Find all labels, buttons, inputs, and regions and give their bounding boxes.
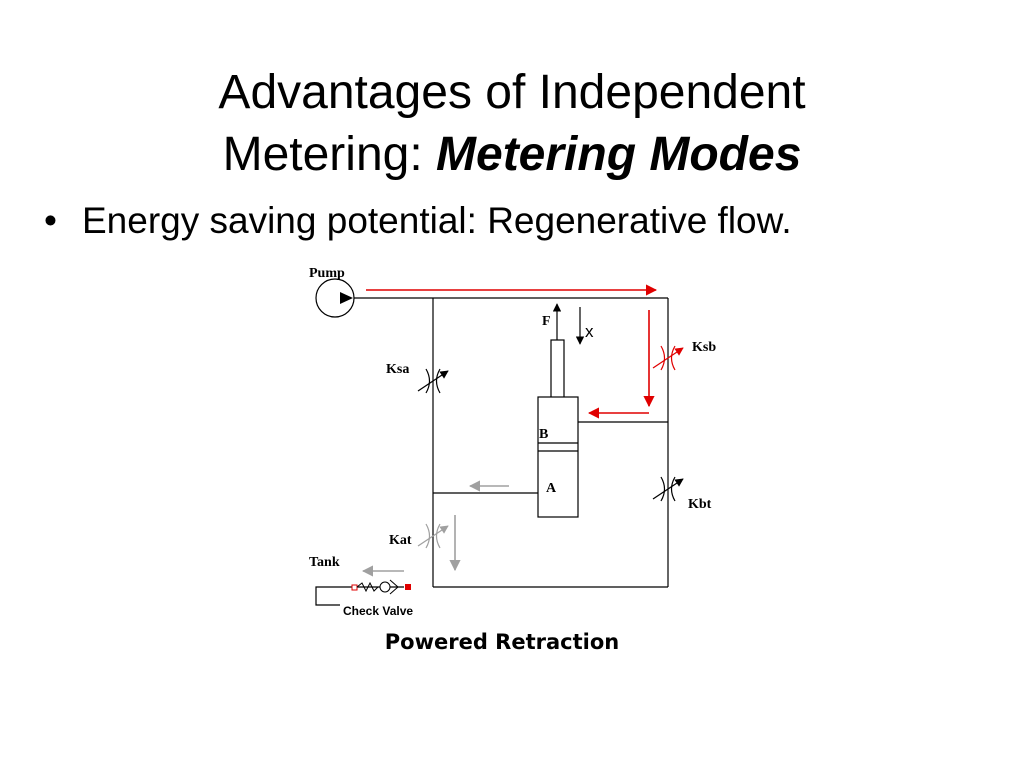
bullet-symbol: • — [44, 200, 57, 241]
force-label: F — [542, 314, 551, 329]
valve-ksa-symbol — [417, 368, 449, 394]
title-line-1: Advantages of Independent — [218, 66, 806, 119]
title-emphasis: Metering Modes — [436, 128, 802, 181]
valve-ksa-label: Ksa — [386, 362, 409, 377]
bullet-text: Energy saving potential: Regenerative fl… — [82, 200, 792, 241]
tank-return-line — [315, 586, 404, 606]
slide-title: Advantages of Independent Metering: Mete… — [0, 62, 1024, 186]
valve-kat-symbol — [417, 523, 449, 549]
displacement-label: x — [585, 322, 594, 341]
pump-symbol — [315, 278, 355, 318]
check-valve-label: Check Valve — [343, 604, 413, 618]
tank-label: Tank — [309, 555, 340, 570]
valve-kbt-label: Kbt — [688, 497, 712, 512]
chamber-a-label: A — [546, 481, 557, 496]
flow-arrows — [361, 284, 658, 577]
valve-kat-label: Kat — [389, 533, 412, 548]
valve-kbt-symbol — [652, 476, 684, 502]
pump-label: Pump — [309, 266, 345, 281]
valve-ksb-symbol — [652, 345, 684, 371]
title-plain: Metering: — [222, 128, 437, 181]
valve-ksb-label: Ksb — [692, 340, 716, 355]
diagram-caption: Powered Retraction — [384, 630, 620, 654]
cylinder-barrel — [537, 396, 579, 518]
circuit-lines — [315, 297, 669, 606]
chamber-b-label: B — [539, 427, 548, 442]
bullet-point: • Energy saving potential: Regenerative f… — [44, 196, 1004, 246]
title-line-2: Metering: Metering Modes — [0, 124, 1024, 186]
check-valve-symbol — [351, 579, 411, 595]
